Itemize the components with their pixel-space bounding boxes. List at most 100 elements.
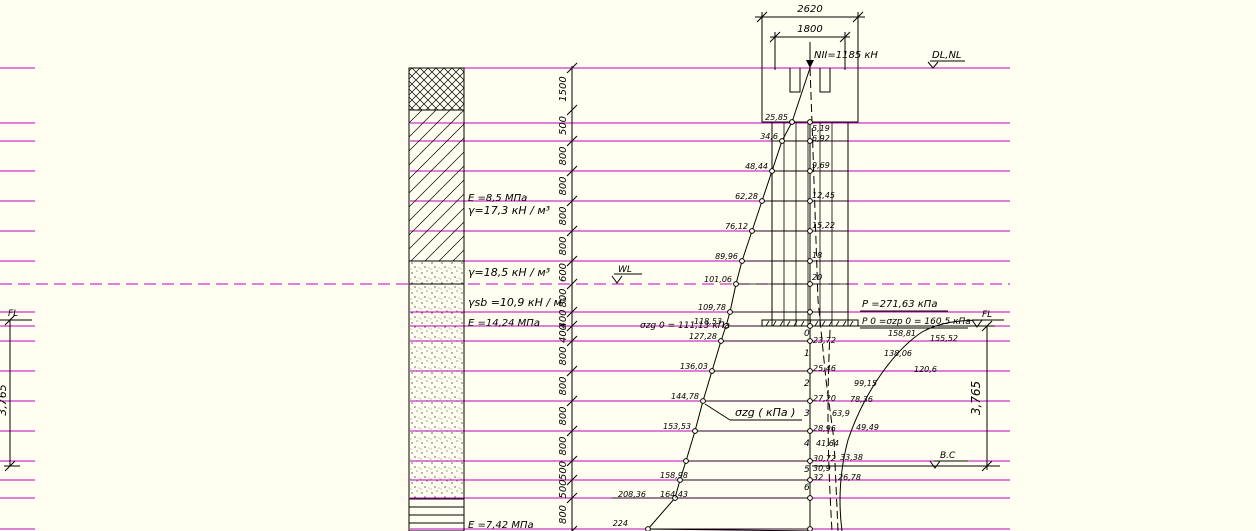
dim-tick <box>566 62 578 74</box>
dim-tick <box>566 225 578 237</box>
dim-tick <box>566 195 578 207</box>
inner-value-label: 9,69 <box>812 161 830 170</box>
axis-point <box>807 526 813 531</box>
point-label: 2 <box>804 379 810 389</box>
szp-value-label: 23,72 <box>813 336 836 345</box>
axis-point <box>807 458 813 464</box>
axis-point <box>807 338 813 344</box>
szg-value-label: 136,03 <box>680 362 708 371</box>
szg-point <box>683 458 689 464</box>
szg0-label: σzg 0 = 111,13 кПа <box>640 321 730 331</box>
szg-value-label: 153,53 <box>663 422 691 431</box>
bc-marker <box>929 460 968 469</box>
pressure-p0: P 0 =σzp 0 = 160,5 кПа <box>862 317 971 327</box>
szg-point <box>700 398 706 404</box>
dim-tick <box>566 306 578 318</box>
szg-point <box>769 168 775 174</box>
dim-label: 800 <box>558 406 569 425</box>
szg-point <box>672 495 678 501</box>
szp-right-label: 158,81 <box>888 329 916 338</box>
szp-right-label: 41,64 <box>816 439 839 448</box>
szg-labels: 25,8534,648,4462,2876,1289,96101,06109,7… <box>613 113 788 528</box>
szg-value-label: 118,53 <box>694 317 722 326</box>
szp-value-label: 30,72 <box>813 454 836 463</box>
base-tick <box>849 320 854 327</box>
dim-tick <box>566 255 578 267</box>
szp-right-label: 78,36 <box>850 395 873 404</box>
dim-tick <box>566 425 578 437</box>
szg-axis-label: σzg ( кПа ) <box>735 406 795 419</box>
dim-tick <box>566 365 578 377</box>
depth-dimension-label: 3,765 <box>969 381 983 415</box>
szp-value-label: 32 <box>813 473 823 482</box>
szg-point <box>723 323 729 329</box>
szp-value-label: 25,46 <box>813 364 836 373</box>
axis-point <box>807 428 813 434</box>
layer-gamma1: γ=17,3 кН / м³ <box>468 204 551 217</box>
layer-e2: E =14,24 МПа <box>468 318 540 329</box>
left-depth-dimension: 3,765 <box>0 384 9 416</box>
base-tick <box>779 320 784 327</box>
base-tick <box>814 320 819 327</box>
szp-right-label: 120,6 <box>914 365 937 374</box>
inner-value-label: 5,19 <box>812 124 830 133</box>
dim-tick <box>566 492 578 504</box>
szg-value-label: 89,96 <box>715 252 738 261</box>
depth-dimension <box>812 320 1000 472</box>
layer-e3: E =7,42 МПа <box>468 520 534 531</box>
dim-tick <box>566 395 578 407</box>
szg-value-label: 127,28 <box>689 332 717 341</box>
dim-tick <box>566 474 578 486</box>
dim-label: 500 <box>558 479 569 498</box>
dim-label: 500 <box>558 461 569 480</box>
layer-e1: E =8,5 МПа <box>468 193 527 204</box>
dim-label: 600 <box>558 263 569 282</box>
szg-point <box>759 198 765 204</box>
axis-point <box>807 477 813 483</box>
axis-point <box>807 323 813 329</box>
szg-axis-leader <box>704 403 731 421</box>
axis-point <box>807 119 813 125</box>
base-tick <box>793 320 798 327</box>
point-label: 1 <box>804 349 810 359</box>
dl-nl-marker <box>927 60 965 69</box>
left-fl-dimension <box>0 314 32 472</box>
dim-label: 400 <box>558 309 569 328</box>
szg-value-label: 76,12 <box>725 222 748 231</box>
szp-value-label: 27,20 <box>813 394 836 403</box>
layer-gamma2: γ=18,5 кН / м³ <box>468 266 551 279</box>
dim-2620: 2620 <box>797 4 822 15</box>
szg-value-label: 109,78 <box>698 303 726 312</box>
inner-value-label: 6,92 <box>812 134 830 143</box>
axis-point <box>807 309 813 315</box>
szg-stress-line <box>646 121 811 531</box>
szg-point <box>733 281 739 287</box>
dim-label: 400 <box>558 324 569 343</box>
axis-point <box>807 168 813 174</box>
szg-point <box>645 526 651 531</box>
soil-column <box>408 67 465 531</box>
base-tick <box>835 320 840 327</box>
szp-right-label: 26,78 <box>838 473 861 482</box>
szg-value-label: 158,98 <box>660 471 688 480</box>
szg-point <box>739 258 745 264</box>
wl-marker <box>611 273 642 284</box>
dim-tick <box>566 335 578 347</box>
fl-label: FL <box>982 310 992 320</box>
axis-point <box>807 198 813 204</box>
axis-point <box>807 281 813 287</box>
dim-tick <box>566 135 578 147</box>
point-label: 4 <box>804 439 810 449</box>
top-dimensions <box>755 11 865 70</box>
szp-right-label: 99,15 <box>854 379 877 388</box>
left-fl-label: FL <box>8 309 18 319</box>
axis-point <box>807 228 813 234</box>
szg-value-label: 62,28 <box>735 192 758 201</box>
base-tick <box>842 320 847 327</box>
szg-point <box>677 477 683 483</box>
szp-labels-right: 158,81155,52138,06120,699,1578,3663,949,… <box>816 329 958 482</box>
base-tick <box>800 320 805 327</box>
